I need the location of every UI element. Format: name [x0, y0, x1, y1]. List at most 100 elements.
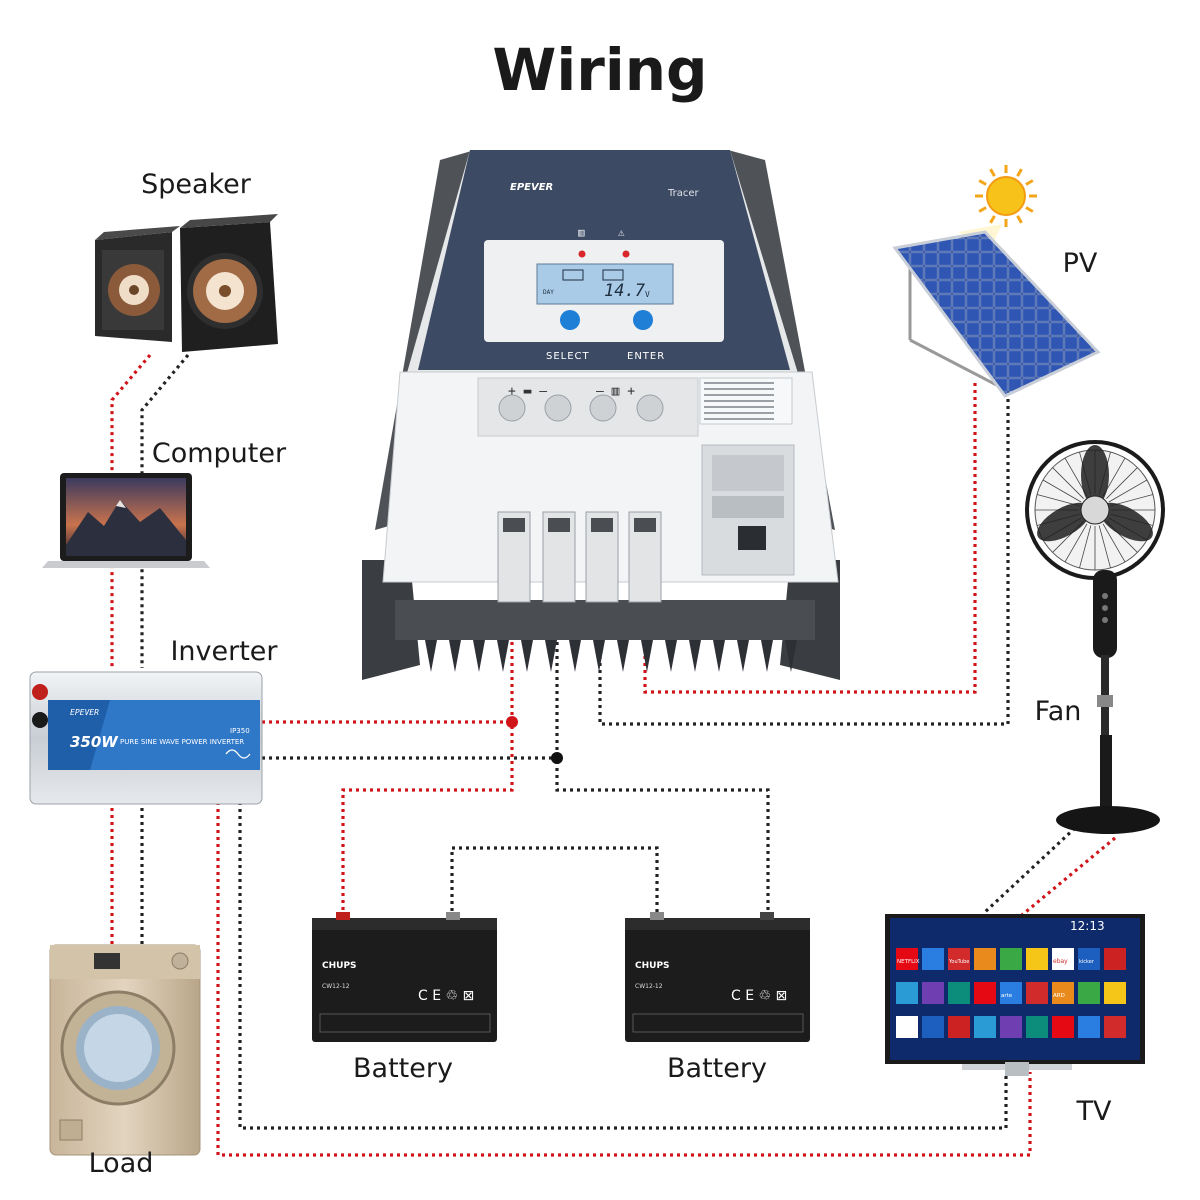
- fan-negative-wire: [983, 826, 1077, 914]
- heatsink-fin: [737, 640, 749, 672]
- inverter-image: EPEVER 350W PURE SINE WAVE POWER INVERTE…: [29, 671, 263, 805]
- laptop-image: [42, 473, 210, 568]
- heatsink-fin: [689, 640, 701, 672]
- speaker-negative-wire: [140, 353, 190, 668]
- tv-label: TV: [1076, 1096, 1112, 1127]
- controller-battery-symbol: ▥: [578, 226, 585, 239]
- tv-app-tile: [974, 982, 996, 1004]
- heatsink-fin: [473, 640, 485, 672]
- tv-app-tile: [1026, 948, 1048, 970]
- battery-2-brand: CHUPS: [635, 961, 670, 971]
- tv-app-tile: [948, 982, 970, 1004]
- speaker-label: Speaker: [141, 169, 252, 200]
- tv-app-tile: [1026, 982, 1048, 1004]
- tv-app-tile: [948, 948, 970, 970]
- solar-panel-image: [892, 230, 1101, 398]
- heatsink-fin: [545, 640, 557, 672]
- battery-2-label: Battery: [667, 1053, 767, 1084]
- heatsink-fin: [425, 640, 437, 672]
- tv-app-netflix: NETFLIX: [897, 959, 920, 965]
- tv-app-ebay: ebay: [1053, 958, 1068, 965]
- sun-ray: [989, 215, 996, 224]
- fan-positive-wire: [1020, 836, 1117, 917]
- battery-link-wire: [450, 846, 659, 918]
- tv-negative-wire: [238, 795, 1008, 1130]
- tv-app-tile: [896, 1016, 918, 1038]
- battery-negative-wire: [555, 530, 770, 918]
- enter-button[interactable]: [633, 310, 653, 330]
- tv-app-tile: [1000, 982, 1022, 1004]
- battery-positive-wire: [341, 530, 514, 918]
- heatsink-fin: [761, 640, 773, 672]
- heatsink-fin: [641, 640, 653, 672]
- lcd-screen: [536, 263, 674, 305]
- heatsink-fin: [497, 640, 509, 672]
- tv-app-tile: [922, 982, 944, 1004]
- tv-app-youtube: YouTube: [948, 959, 969, 965]
- heatsink-fin: [665, 640, 677, 672]
- heatsink-fin: [521, 640, 533, 672]
- select-label: SELECT: [546, 351, 590, 362]
- page-title: Wiring: [492, 36, 707, 104]
- svg-text:C E ♲ ⊠: C E ♲ ⊠: [731, 988, 787, 1004]
- enter-label: ENTER: [627, 351, 665, 362]
- controller-brand: EPEVER: [510, 182, 553, 193]
- controller-warning-icon: ⚠: [618, 226, 625, 239]
- tv-app-tile: [1052, 1016, 1074, 1038]
- battery-positive-screw: [498, 394, 526, 422]
- heatsink-fin: [569, 640, 581, 672]
- pv-positive-screw: [636, 394, 664, 422]
- svg-text:+ ▬ –: + ▬ –: [508, 384, 547, 399]
- lcd-voltage: 14.7: [604, 281, 646, 301]
- charge-controller-image: EPEVER Tracer ▥ ⚠ DAY 14.7 V SELECT ENTE…: [362, 150, 840, 680]
- tv-app-kicker: kicker: [1079, 959, 1095, 965]
- tv-app-tile: [1104, 948, 1126, 970]
- status-led-2: [622, 250, 630, 258]
- battery-1-model: CW12-12: [322, 983, 350, 990]
- inverter-brand: EPEVER: [70, 708, 99, 717]
- sun-ray: [1025, 206, 1034, 213]
- tv-app-tile: [896, 948, 918, 970]
- sun-ray: [1025, 179, 1034, 186]
- status-led-1: [578, 250, 586, 258]
- inverter-model: IP350: [230, 727, 250, 735]
- battery-2-image: CHUPS CW12-12 C E ♲ ⊠: [625, 912, 810, 1042]
- speaker-positive-wire: [110, 353, 152, 668]
- heatsink-fin: [617, 640, 629, 672]
- tv-app-tile: [1078, 982, 1100, 1004]
- sun-ray: [1016, 168, 1023, 177]
- tv-app-tile: [1104, 1016, 1126, 1038]
- sun-ray: [978, 179, 987, 186]
- tv-app-tile: [1052, 948, 1074, 970]
- battery-1-image: CHUPS CW12-12 C E ♲ ⊠: [312, 912, 497, 1042]
- tv-app-tile: [1026, 1016, 1048, 1038]
- select-button[interactable]: [560, 310, 580, 330]
- fan-label: Fan: [1035, 696, 1082, 727]
- inverter-label: Inverter: [170, 636, 278, 667]
- battery-1-brand: CHUPS: [322, 961, 357, 971]
- wires: [110, 353, 1117, 1157]
- pv-negative-wire: [598, 398, 1010, 726]
- inverter-description: PURE SINE WAVE POWER INVERTER: [120, 738, 244, 746]
- heatsink-fin: [593, 640, 605, 672]
- lcd-small-text: DAY: [543, 289, 554, 296]
- computer-label: Computer: [152, 438, 287, 469]
- pv-label: PV: [1063, 248, 1098, 279]
- tv-app-ard: ARD: [1053, 993, 1065, 999]
- negative-junction: [551, 752, 563, 764]
- tv-app-tile: [1078, 948, 1100, 970]
- tv-clock: 12:13: [1070, 919, 1105, 933]
- sun-icon: [975, 165, 1037, 227]
- washing-machine-image: [49, 944, 201, 1156]
- pv-negative-screw: [589, 394, 617, 422]
- sun-ray: [1016, 215, 1023, 224]
- heatsink-fin: [713, 640, 725, 672]
- tv-app-tile: [1052, 982, 1074, 1004]
- inverter-positive-terminal: [32, 684, 48, 700]
- controller-heatsink: [362, 560, 840, 680]
- tv-positive-wire: [216, 795, 1032, 1157]
- speaker-left: [95, 226, 180, 342]
- inverter-power: 350W: [70, 733, 119, 751]
- sun-ray: [989, 168, 996, 177]
- controller-model: Tracer: [667, 188, 700, 199]
